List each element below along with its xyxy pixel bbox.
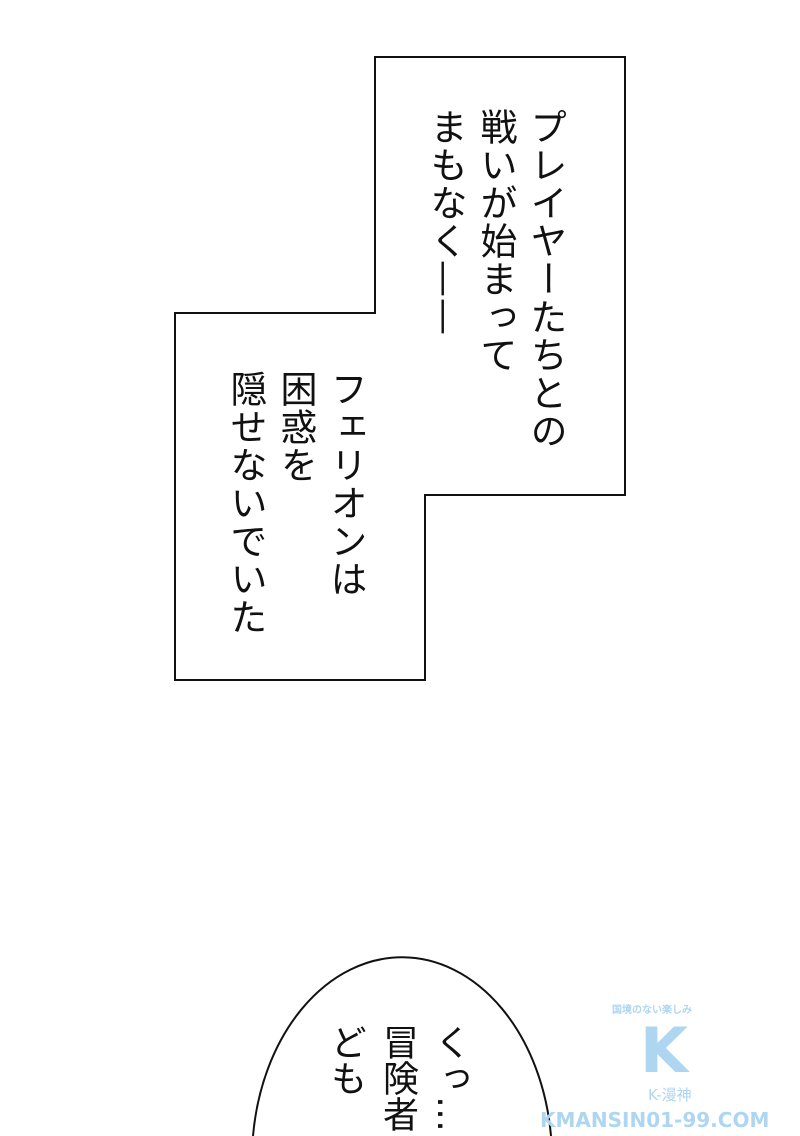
speech-bubble-outline <box>252 956 552 1136</box>
narration-line-1: プレイヤーたちとの <box>524 108 567 450</box>
narration-line-4: フェリオンは <box>324 370 367 598</box>
bubble-line-1: くっ… <box>429 1024 470 1132</box>
watermark-url: KMANSIN01-99.COM <box>540 1108 770 1132</box>
narration-line-6: 隠せないでいた <box>224 370 267 636</box>
watermark-tagline: 国境のない楽しみ <box>612 1005 692 1016</box>
narration-line-3: まもなく—— <box>424 108 467 336</box>
narration-line-2: 戦いが始まって <box>474 108 517 374</box>
bubble-line-2: 冒険者 <box>377 1024 418 1132</box>
watermark-name: K-漫神 <box>648 1086 692 1104</box>
watermark-logo: K <box>640 1014 689 1087</box>
bubble-line-3: ども <box>325 1024 366 1096</box>
narration-box-outline <box>174 56 626 681</box>
narration-line-5: 困惑を <box>274 370 317 484</box>
